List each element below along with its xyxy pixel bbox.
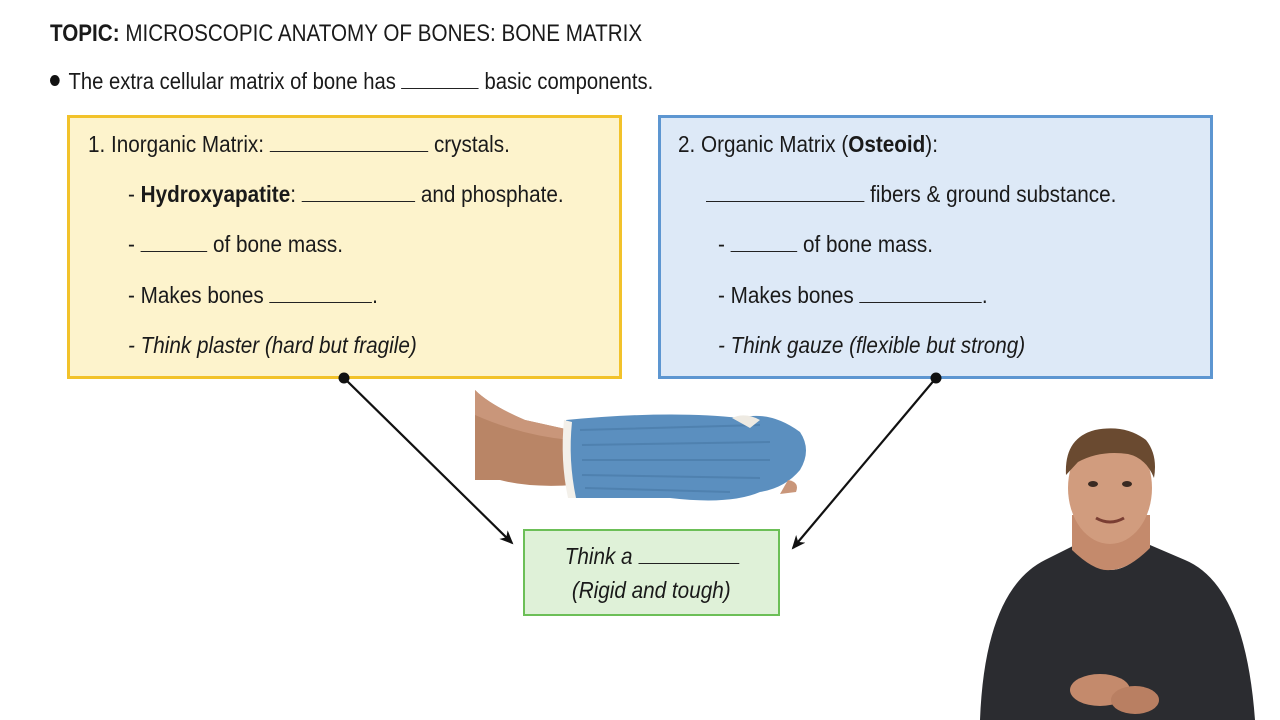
think-text: Think a (Rigid and tough) xyxy=(525,539,778,607)
arm-cast-image xyxy=(470,380,815,510)
think-line2: (Rigid and tough) xyxy=(572,573,731,607)
think-line1: Think a xyxy=(564,543,632,569)
think-box: Think a (Rigid and tough) xyxy=(523,529,780,616)
presenter-image xyxy=(960,420,1280,720)
blank xyxy=(638,545,739,564)
